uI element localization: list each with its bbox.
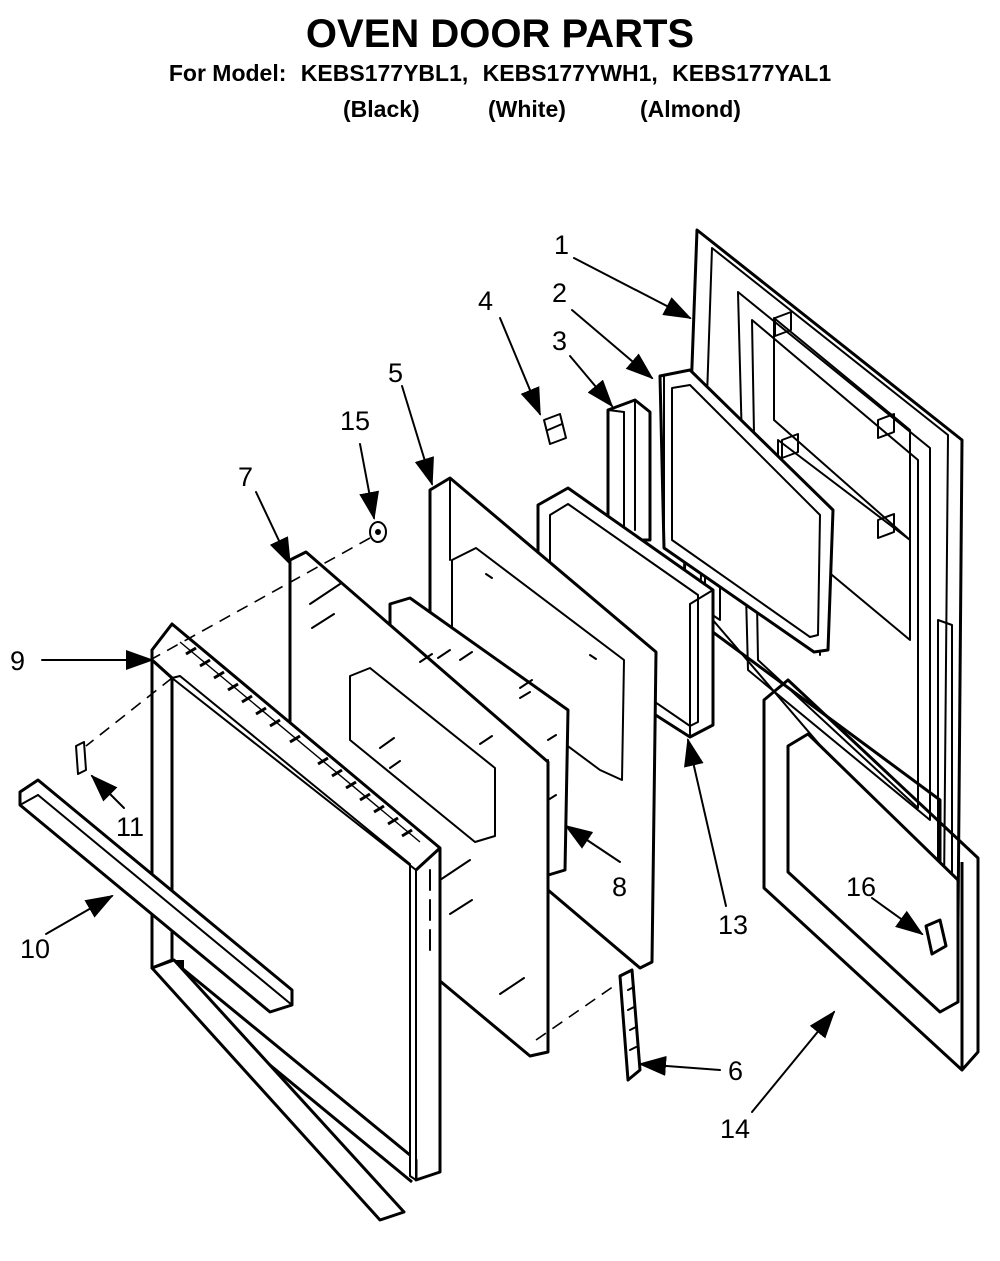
callout-16: 16	[846, 872, 876, 902]
model-number: KEBS177YWH1,	[482, 60, 658, 86]
callout-14: 14	[720, 1114, 750, 1144]
callout-15: 15	[340, 406, 370, 436]
part-insulation	[762, 678, 980, 1072]
part-hinge-receptacle	[924, 918, 948, 956]
callout-6: 6	[728, 1056, 743, 1086]
callout-1: 1	[554, 230, 569, 260]
model-number: KEBS177YAL1	[672, 60, 832, 86]
part-door-handle-trim	[18, 778, 413, 1222]
assembly-lines	[85, 537, 615, 1041]
model-number: KEBS177YBL1,	[300, 60, 469, 86]
color-label-white: (White)	[488, 96, 566, 122]
model-prefix: For Model:	[168, 60, 287, 86]
part-clip-upper	[543, 413, 567, 445]
color-label-almond: (Almond)	[640, 96, 741, 122]
model-line: For Model: KEBS177YBL1, KEBS177YWH1, KEB…	[0, 60, 1000, 87]
part-screw	[369, 521, 387, 543]
callout-2: 2	[552, 278, 567, 308]
callout-5: 5	[388, 358, 403, 388]
part-clip-small	[75, 741, 87, 775]
callout-11: 11	[116, 812, 144, 842]
callout-4: 4	[478, 286, 493, 316]
callout-8: 8	[612, 872, 627, 902]
callout-9: 9	[10, 646, 25, 676]
color-label-black: (Black)	[343, 96, 420, 122]
part-door-gasket	[658, 368, 835, 654]
callout-numbers: 1 2 3 4 5 6 7 8 9 10 11 13 14 15 16	[10, 230, 876, 1144]
page-title: OVEN DOOR PARTS	[305, 12, 695, 56]
callout-7: 7	[238, 462, 253, 492]
callout-13: 13	[718, 910, 748, 940]
callout-3: 3	[552, 326, 567, 356]
callout-10: 10	[20, 934, 50, 964]
leader-lines	[41, 257, 924, 1113]
part-bracket	[618, 968, 642, 1082]
